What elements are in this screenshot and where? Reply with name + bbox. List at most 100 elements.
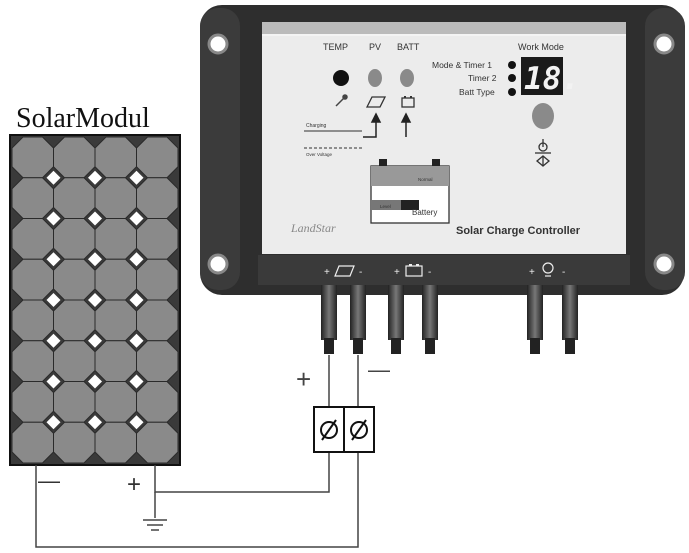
solar-cell — [11, 340, 54, 382]
cell-gap — [46, 415, 61, 430]
battery-small-icon — [401, 96, 415, 108]
solar-cell — [94, 381, 137, 423]
cable-tip — [353, 338, 363, 354]
mode-led-2 — [508, 74, 516, 82]
solar-cell — [53, 177, 96, 219]
load-switch-icon — [535, 139, 551, 167]
solar-cell — [136, 299, 179, 342]
solar-cell — [94, 340, 137, 382]
cable-tip — [565, 338, 575, 354]
solar-cell — [94, 299, 137, 342]
cell-gap — [88, 415, 102, 430]
solar-module-label: SolarModul — [16, 103, 150, 134]
label-work-mode: Work Mode — [518, 42, 564, 52]
battery-normal-text: Normal — [418, 177, 433, 182]
cell-gap — [129, 170, 144, 185]
brand-logo: LandStar — [290, 221, 336, 235]
cable-minus-sign: — — [368, 357, 390, 382]
display-value: 18. — [524, 61, 580, 97]
solar-cell — [136, 381, 179, 423]
batt-plus-sign: + — [394, 267, 400, 278]
pv-terminal-icon — [334, 265, 355, 277]
solar-cell — [94, 177, 137, 219]
solar-cell — [136, 218, 179, 260]
cable-sleeve — [422, 285, 438, 340]
fuse-left — [313, 406, 345, 453]
mode-label-1: Mode & Timer 1 — [432, 60, 492, 70]
mode-button[interactable] — [532, 103, 554, 129]
battery-graphic — [370, 159, 450, 224]
solar-cell — [53, 340, 96, 382]
cell-gap — [46, 333, 61, 348]
mode-led-1 — [508, 61, 516, 69]
load-plus-sign: + — [529, 267, 535, 278]
pv-panel-icon — [365, 96, 387, 108]
label-pv: PV — [369, 42, 381, 52]
temp-led — [333, 70, 349, 86]
cable-tip — [391, 338, 401, 354]
cable-tip — [324, 338, 334, 354]
temp-icon — [335, 94, 348, 107]
label-batt: BATT — [397, 42, 420, 52]
over-voltage-label: Over Voltage — [306, 152, 333, 157]
wiring — [35, 355, 359, 548]
solar-cells — [11, 136, 179, 464]
module-plus-sign: + — [127, 471, 141, 498]
solar-cell — [136, 421, 179, 464]
controller-title: Solar Charge Controller — [456, 225, 581, 237]
cell-gap — [129, 293, 144, 307]
solar-cell — [94, 218, 137, 260]
battery-level-text: Level — [380, 204, 391, 209]
solar-cell — [53, 258, 96, 301]
digital-display — [521, 57, 563, 95]
solar-cell — [11, 381, 54, 423]
charging-arrows-icon — [363, 112, 412, 138]
solar-cell — [136, 340, 179, 382]
mode-label-3: Batt Type — [459, 87, 495, 97]
cell-gap — [129, 252, 144, 267]
cell-gap — [129, 374, 144, 389]
cell-gap — [46, 374, 61, 389]
cell-gap — [129, 333, 144, 348]
cable-sleeve — [527, 285, 543, 340]
cell-gap — [88, 333, 102, 348]
cable-sleeve — [562, 285, 578, 340]
battery-label: Battery — [412, 208, 437, 217]
solar-cell — [11, 177, 54, 219]
module-minus-sign: — — [38, 468, 60, 493]
cable-plus-sign: + — [296, 364, 311, 394]
cable-sleeve — [321, 285, 337, 340]
solar-cell — [11, 136, 54, 179]
solar-cell — [53, 421, 96, 464]
charging-label: Charging — [306, 123, 327, 129]
load-minus-sign: - — [562, 267, 565, 278]
solar-cell — [136, 177, 179, 219]
batt-led — [400, 69, 414, 87]
solar-cell — [11, 299, 54, 342]
solar-cell — [136, 136, 179, 179]
pv-plus-sign: + — [324, 267, 330, 278]
cell-gap — [88, 374, 102, 389]
bulb-terminal-icon — [542, 262, 554, 277]
batt-terminal-icon — [405, 264, 423, 277]
cell-gap — [88, 293, 102, 307]
cable-tip — [425, 338, 435, 354]
mode-led-3 — [508, 88, 516, 96]
batt-minus-sign: - — [428, 267, 431, 278]
solar-cell — [53, 299, 96, 342]
mode-label-2: Timer 2 — [468, 73, 497, 83]
cable-tip — [530, 338, 540, 354]
terminal-cables — [321, 285, 578, 354]
cell-gap — [46, 293, 61, 307]
solar-cell — [11, 421, 54, 464]
cable-sleeve — [350, 285, 366, 340]
solar-cell — [53, 218, 96, 260]
pv-minus-sign: - — [359, 267, 362, 278]
solar-cell — [11, 218, 54, 260]
ground-symbol-icon — [143, 519, 167, 531]
solar-cell — [94, 421, 137, 464]
cell-gap — [88, 211, 102, 226]
cell-gap — [88, 252, 102, 267]
solar-cell — [94, 258, 137, 301]
